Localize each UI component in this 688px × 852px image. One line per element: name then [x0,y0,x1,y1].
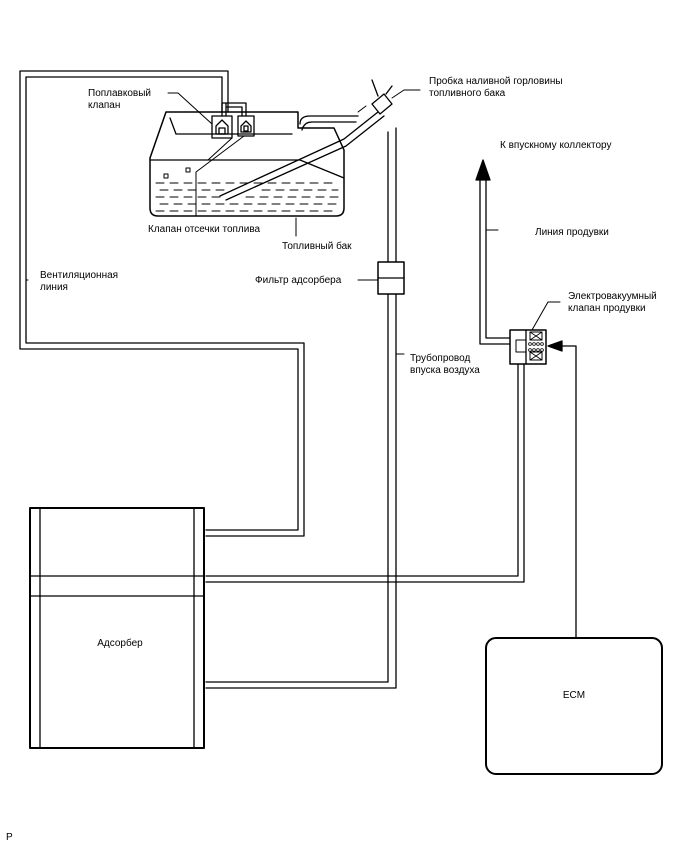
purge-line [475,159,517,345]
filler-neck [219,111,385,201]
vsv-canister-line [205,363,525,583]
to-intake-manifold-label: К впускному коллектору [500,140,612,151]
ecm-box [485,637,663,775]
filler-cap-label: Пробка наливной горловины топливного бак… [429,76,563,99]
canister [29,507,205,749]
leader-lines [25,89,561,355]
float-valve-label: Поплавковый клапан [88,88,152,111]
air-inlet-pipe [205,127,397,689]
air-inlet-pipe-label: Трубопровод впуска воздуха [410,353,480,376]
float-valve [211,102,247,139]
purge-vsv [509,329,547,365]
fuel-tank-label: Топливный бак [282,241,352,252]
fuel-cutoff-valve [237,115,255,137]
vent-line-label: Вентиляционная линия [40,270,119,293]
fuel-cutoff-valve-label: Клапан отсечки топлива [148,224,261,235]
purge-vsv-label: Электровакуумный клапан продувки [568,291,657,314]
vent-line [19,70,305,537]
ecm-label: ECM [562,690,586,701]
fuel-tank [149,111,345,217]
canister-label: Адсорбер [97,638,143,649]
canister-filter-label: Фильтр адсорбера [255,275,342,286]
purge-line-label: Линия продувки [535,227,609,238]
corner-mark: P [6,832,13,843]
filler-cap [371,79,393,115]
canister-filter [377,261,405,295]
ecm-signal-wire [547,340,577,639]
